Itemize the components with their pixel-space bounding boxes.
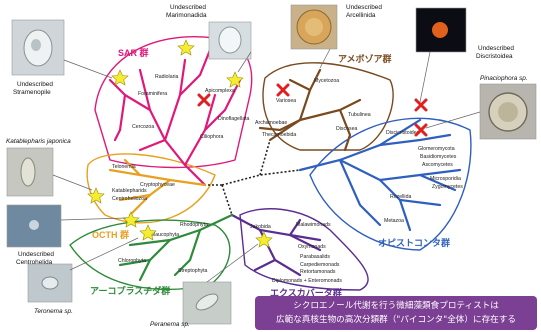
taxon-label: Foraminifera xyxy=(138,91,167,97)
summary-caption-box: シクロエノール代謝を行う微細藻類食プロティストは 広範な真核生物の高次分類群（"… xyxy=(255,296,537,330)
photo-peranema xyxy=(183,282,231,324)
taxon-label: Tubulinea xyxy=(348,112,371,118)
photo-caption-pinaciophora: Pinaciophora sp. xyxy=(480,75,528,82)
octh-group-outline xyxy=(87,154,215,223)
taxon-label: Ascomycetes xyxy=(422,162,453,168)
star-marker xyxy=(227,72,243,87)
cross-marker xyxy=(199,95,209,105)
taxon-label: Retortamonads xyxy=(300,269,336,275)
photo-caption-line: Undescribed xyxy=(346,4,382,11)
photo-stramenopile xyxy=(12,20,64,75)
taxon-label: Metazoa xyxy=(384,218,404,224)
summary-caption-line-2: 広範な真核生物の高次分類群（"パイコンタ"全体）に存在する xyxy=(255,313,537,327)
group-label-amoebozoa: アメボゾア群 xyxy=(338,53,392,64)
photo-pinaciophora xyxy=(480,84,536,139)
star-marker xyxy=(178,40,194,55)
star-markers xyxy=(88,40,272,247)
taxon-label: Streptophyta xyxy=(178,268,208,274)
taxon-label: Dinoflagellata xyxy=(218,116,250,122)
taxon-label: Variosea xyxy=(276,98,296,104)
taxon-label: Basidiomycetes xyxy=(420,154,457,160)
star-marker xyxy=(112,70,128,85)
photo-caption-peranema: Peranema sp. xyxy=(150,321,190,328)
star-marker xyxy=(256,232,272,247)
taxon-label: Parabasalids xyxy=(300,254,330,260)
cross-marker xyxy=(278,85,288,95)
taxon-label: Oxymonads xyxy=(298,244,326,250)
photo-caption-katablepharis: Katablepharis japonica xyxy=(6,138,71,145)
taxon-label: Jakobida xyxy=(250,224,271,230)
central-dotted-links xyxy=(205,140,300,215)
photo-caption-line: Centrohelida xyxy=(16,259,53,266)
taxon-label: Archamoebae xyxy=(255,120,287,126)
photo-caption-line: Undescribed xyxy=(17,81,53,88)
taxon-label: Malawimonads xyxy=(296,222,331,228)
taxon-label: Diplomonads + Enteromonads xyxy=(272,278,342,284)
photo-caption-line: Marimonadida xyxy=(166,12,207,19)
group-label-archaeplastida: アーコプラスチダ群 xyxy=(90,285,170,296)
group-label-octh: OCTH 群 xyxy=(92,229,129,240)
summary-caption-line-1: シクロエノール代謝を行う微細藻類食プロティストは xyxy=(255,299,537,313)
photo-caption-line: Arcellinida xyxy=(346,12,376,19)
taxon-label: Radiolaria xyxy=(155,74,178,80)
photo-caption-line: Discristoidea xyxy=(476,53,513,60)
photo-caption-teronema: Teronema sp. xyxy=(34,308,73,315)
photo-arcellinida xyxy=(291,5,337,49)
taxon-label: Glomeromycota xyxy=(418,146,455,152)
photo-marimonadida xyxy=(209,22,251,59)
taxon-label: Microsporidia xyxy=(430,176,461,182)
taxon-label: Rozellida xyxy=(390,194,411,200)
photo-caption-line: Undescribed xyxy=(170,4,206,11)
taxon-label: Telonemia xyxy=(112,164,136,170)
group-label-opisthokonta: オピストコンタ群 xyxy=(378,237,450,248)
taxon-label: Katablepharids xyxy=(112,188,147,194)
taxon-label: Apicomplexa xyxy=(205,88,235,94)
amoebozoa-branches xyxy=(260,70,360,150)
taxon-label: Centroheliozoa xyxy=(112,196,147,202)
taxon-label: Glaucophyta xyxy=(150,232,179,238)
photo-thumbnails xyxy=(7,5,536,324)
taxon-label: Chlorophyta xyxy=(118,258,146,264)
taxon-label: Thecamoebida xyxy=(262,132,296,138)
photo-katablepharis xyxy=(7,148,53,196)
photo-teronema xyxy=(28,264,72,302)
taxon-label: Rhodophyta xyxy=(180,222,208,228)
cross-marker xyxy=(416,100,426,110)
photo-caption-line: Undescribed xyxy=(18,251,54,258)
group-label-sar: SAR 群 xyxy=(118,47,149,58)
opisthokonta-branches xyxy=(300,120,460,230)
taxon-label: Carpediemonads xyxy=(300,262,340,268)
taxon-label: Cercozoa xyxy=(132,124,154,130)
photo-caption-line: Stramenopile xyxy=(13,89,51,96)
taxon-label: Ciliophora xyxy=(200,134,223,140)
photo-discristoidea xyxy=(416,8,466,52)
taxon-label: Discosea xyxy=(336,126,357,132)
taxon-label: Zygomycetes xyxy=(432,184,463,190)
photo-caption-line: Undescribed xyxy=(478,45,514,52)
taxon-label: Mycetozoa xyxy=(314,78,339,84)
star-marker xyxy=(123,212,139,227)
photo-centrohelida xyxy=(7,205,61,247)
